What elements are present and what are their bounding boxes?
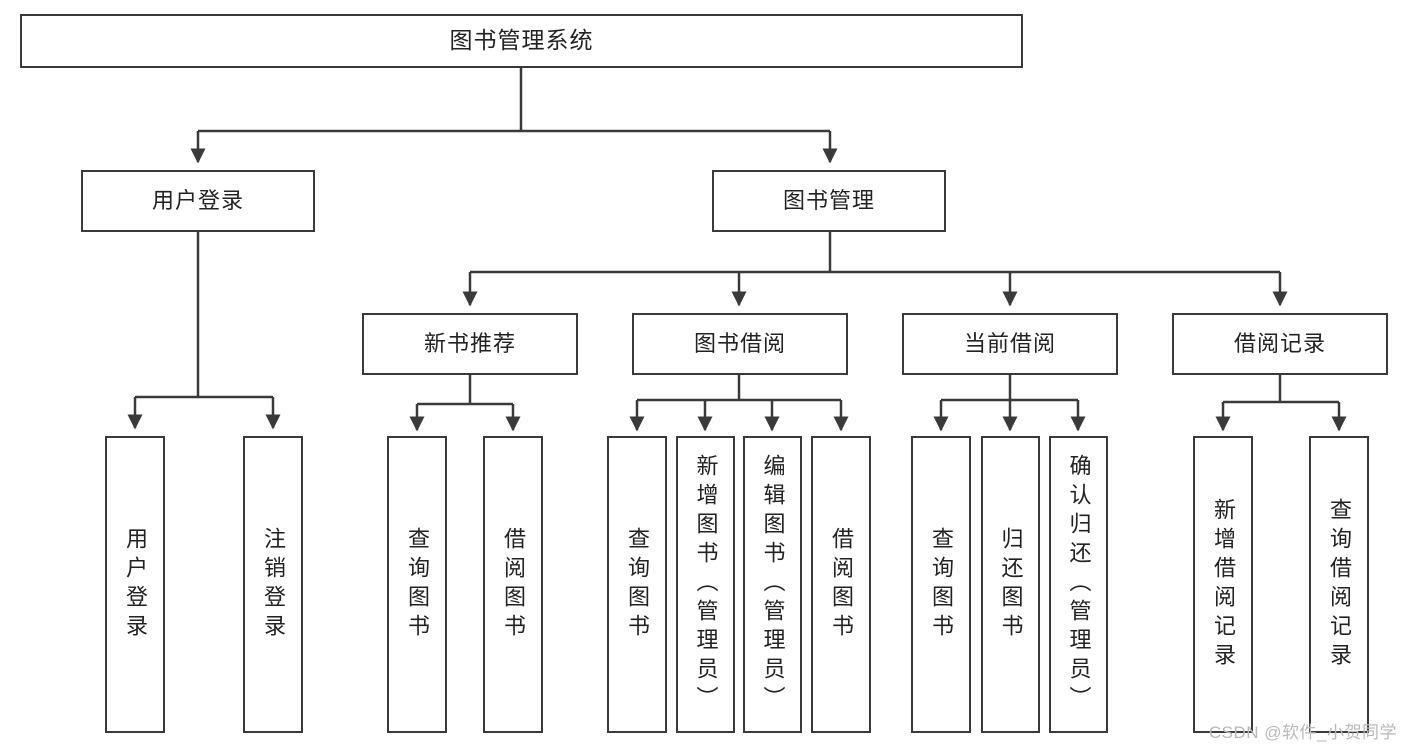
leaf-user-login-signout[interactable]: 注销登录 (243, 436, 303, 733)
node-label: 注销登录 (261, 526, 286, 643)
node-label: 归还图书 (998, 526, 1024, 643)
node-label: 当前借阅 (963, 330, 1056, 356)
leaf-current-query-book[interactable]: 查询图书 (911, 436, 971, 733)
node-label: 新书推荐 (423, 330, 516, 356)
leaf-borrow-borrow-book[interactable]: 借阅图书 (811, 436, 871, 733)
leaf-record-add-record[interactable]: 新增借阅记录 (1193, 436, 1253, 733)
leaf-borrow-edit-book-admin[interactable]: 编辑图书（管理员） (743, 436, 802, 733)
node-root-system[interactable]: 图书管理系统 (20, 14, 1023, 68)
watermark: CSDN @软件_小贺同学 (1208, 723, 1397, 742)
node-label: 查询图书 (405, 526, 430, 643)
node-label: 查询图书 (929, 526, 954, 643)
node-label: 查询图书 (625, 526, 650, 643)
node-label: 借阅图书 (829, 526, 854, 643)
node-borrow-record[interactable]: 借阅记录 (1172, 313, 1388, 375)
node-label: 图书管理 (782, 187, 875, 213)
node-label: 确认归还（管理员） (1066, 454, 1092, 715)
node-label: 新增图书（管理员） (693, 454, 719, 715)
node-label: 新增借阅记录 (1211, 497, 1236, 672)
node-label: 编辑图书（管理员） (760, 454, 786, 715)
leaf-current-return-book[interactable]: 归还图书 (981, 436, 1040, 733)
node-label: 用户登录 (151, 187, 244, 213)
leaf-borrow-query-book[interactable]: 查询图书 (607, 436, 667, 733)
node-new-book-recommend[interactable]: 新书推荐 (362, 313, 578, 375)
node-label: 图书借阅 (693, 330, 786, 356)
node-book-management[interactable]: 图书管理 (712, 170, 946, 232)
leaf-borrow-add-book-admin[interactable]: 新增图书（管理员） (676, 436, 735, 733)
leaf-recommend-query-book[interactable]: 查询图书 (387, 436, 447, 733)
leaf-user-login-signin[interactable]: 用户登录 (105, 436, 165, 733)
node-label: 用户登录 (123, 526, 148, 643)
node-book-borrow[interactable]: 图书借阅 (632, 313, 848, 375)
leaf-current-confirm-return-admin[interactable]: 确认归还（管理员） (1049, 436, 1108, 733)
node-label: 查询借阅记录 (1327, 497, 1352, 672)
leaf-record-query-record[interactable]: 查询借阅记录 (1309, 436, 1369, 733)
leaf-recommend-borrow-book[interactable]: 借阅图书 (483, 436, 543, 733)
node-current-borrow[interactable]: 当前借阅 (902, 313, 1118, 375)
node-user-login[interactable]: 用户登录 (81, 170, 315, 232)
node-label: 借阅记录 (1233, 330, 1326, 356)
node-label: 图书管理系统 (449, 27, 594, 54)
node-label: 借阅图书 (501, 526, 526, 643)
